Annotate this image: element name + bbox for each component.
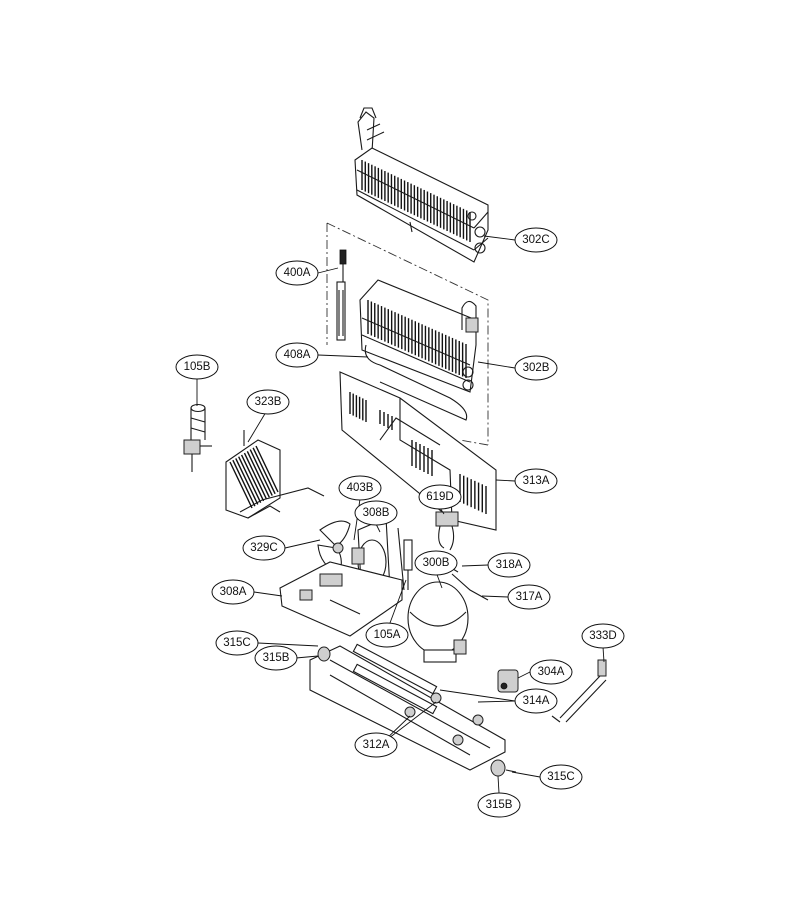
callout-300b: 300B (414, 550, 458, 576)
callout-label: 308B (363, 507, 390, 519)
fin-line (249, 449, 273, 496)
callout-label: 400A (284, 267, 311, 279)
callout-label: 312A (363, 739, 390, 751)
callout-408a: 408A (275, 342, 319, 368)
callout-105a: 105A (365, 622, 409, 648)
callout-304a: 304A (529, 659, 573, 685)
callout-label: 105A (374, 629, 401, 641)
callout-label: 315C (223, 637, 251, 649)
fin-line (229, 461, 253, 509)
callout-329c: 329C (242, 535, 286, 561)
fin-line (255, 445, 279, 493)
callout-label: 315C (547, 771, 575, 783)
assembly-dashed-outline (326, 222, 489, 446)
callout-label: 302B (523, 362, 550, 374)
callout-label: 317A (516, 591, 543, 603)
callout-333d: 333D (581, 623, 625, 649)
fin-line (232, 459, 256, 507)
callout-105b: 105B (175, 354, 219, 380)
fin-line (235, 458, 259, 505)
callout-302c: 302C (514, 227, 558, 253)
callout-400a: 400A (275, 260, 319, 286)
callout-308b: 308B (354, 500, 398, 526)
callout-label: 308A (220, 586, 247, 598)
callout-label: 318A (496, 559, 523, 571)
evaporator-302c (354, 107, 489, 263)
callout-label: 408A (284, 349, 311, 361)
fin-line (252, 447, 276, 495)
callout-label: 302C (522, 234, 550, 246)
heater-rod-400a (336, 249, 347, 341)
callout-314a: 314A (514, 688, 558, 714)
callout-label: 403B (347, 482, 374, 494)
base-tray-312a (309, 643, 506, 771)
callout-label: 329C (250, 542, 278, 554)
callout-302b: 302B (514, 355, 558, 381)
callout-label: 315B (486, 799, 513, 811)
condenser-323b (225, 430, 325, 519)
callout-label: 314A (523, 695, 550, 707)
callout-323b: 323B (246, 389, 290, 415)
callout-315b-bottom: 315B (477, 792, 521, 818)
fin-line (238, 456, 262, 503)
callout-label: 315B (263, 652, 290, 664)
grommet-315b-top (317, 646, 331, 662)
power-cord-333d (551, 659, 607, 723)
callout-label: 105B (184, 361, 211, 373)
callout-label: 300B (423, 557, 450, 569)
grommet-315b-bottom (490, 759, 517, 777)
fin-line (246, 451, 270, 498)
compressor-300b (407, 565, 489, 663)
callout-labels: 302C 400A 408A 302B 105B 323B 313A 403B … (175, 227, 625, 818)
callout-label: 323B (255, 396, 282, 408)
defrost-heater-408a (364, 344, 468, 421)
callout-318a: 318A (487, 552, 531, 578)
callout-403b: 403B (338, 475, 382, 501)
callout-313a: 313A (514, 468, 558, 494)
relay-304a (497, 669, 519, 693)
callout-312a: 312A (354, 732, 398, 758)
relay-619d (435, 511, 459, 551)
callout-317a: 317A (507, 584, 551, 610)
capillary-105a (403, 539, 413, 590)
dryer-filter-105b (183, 403, 212, 472)
callout-label: 333D (589, 630, 617, 642)
callout-619d: 619D (418, 484, 462, 510)
evaporator-302b (359, 279, 479, 393)
callout-label: 304A (538, 666, 565, 678)
fin-line (240, 454, 265, 502)
callout-308a: 308A (211, 579, 255, 605)
fin-line (243, 452, 268, 500)
callout-315c-bottom: 315C (539, 764, 583, 790)
callout-315c-top: 315C (215, 630, 259, 656)
callout-label: 619D (426, 491, 454, 503)
bracket-308a (279, 561, 403, 637)
callout-label: 313A (523, 475, 550, 487)
callout-315b-top: 315B (254, 645, 298, 671)
